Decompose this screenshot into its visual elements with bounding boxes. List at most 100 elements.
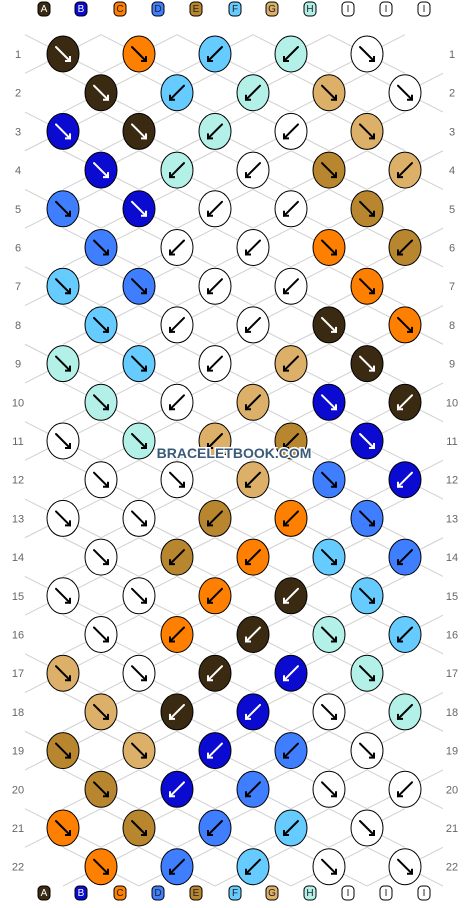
knot-arrow-head xyxy=(141,288,147,295)
knot xyxy=(46,190,80,228)
knot-arrow-icon xyxy=(93,781,109,798)
knot-arrow-head xyxy=(141,597,147,604)
knot-arrow-icon xyxy=(55,742,71,759)
knot xyxy=(122,267,156,305)
row-number-left: 18 xyxy=(12,707,24,719)
row-number-right: 7 xyxy=(449,281,455,293)
knot xyxy=(46,809,80,847)
knot xyxy=(350,112,384,150)
knot-arrow-head xyxy=(283,597,289,604)
knot-arrow-icon xyxy=(55,587,71,604)
knot-arrow-icon xyxy=(283,46,299,62)
knot-arrow-head xyxy=(207,288,213,295)
column-letter-top-swatch xyxy=(417,1,431,17)
knot-arrow-head xyxy=(141,365,147,372)
knot-arrow-head xyxy=(369,675,375,682)
knot-arrow-icon xyxy=(131,587,147,604)
knot xyxy=(388,306,422,344)
knot xyxy=(46,732,80,770)
knot-arrow-icon xyxy=(321,394,337,411)
knot-arrow-head xyxy=(65,597,71,604)
knot-arrow-icon xyxy=(207,587,223,604)
knot-arrow-icon xyxy=(397,858,413,875)
knot-arrow-head xyxy=(65,443,71,449)
knot-arrow-head xyxy=(169,94,175,101)
column-letter-bottom: I xyxy=(423,888,426,899)
row-number-left: 17 xyxy=(12,668,24,680)
knot xyxy=(122,809,156,847)
knot-arrow-head xyxy=(103,404,109,411)
knot-arrow-head xyxy=(65,365,71,372)
knot-arrow-icon xyxy=(245,781,261,798)
knot-arrow-icon xyxy=(245,84,261,101)
knot-arrow-head xyxy=(397,713,403,720)
row-number-left: 22 xyxy=(12,862,24,874)
column-letter-bottom-swatch xyxy=(74,885,88,901)
column-letter-top: H xyxy=(306,4,313,15)
row-number-right: 16 xyxy=(446,630,458,642)
knot xyxy=(350,577,384,615)
knot-arrow-icon xyxy=(207,46,223,62)
knot xyxy=(84,848,118,886)
knot xyxy=(388,74,422,112)
knot-arrow-icon xyxy=(207,278,223,295)
knot xyxy=(84,74,118,112)
knot xyxy=(350,732,384,770)
knot-arrow-icon xyxy=(283,665,299,682)
knot-arrow-head xyxy=(331,249,337,256)
column-letter-top: I xyxy=(347,4,350,15)
knot-arrow-head xyxy=(245,94,251,101)
knot-arrow-icon xyxy=(207,200,223,217)
knot xyxy=(46,654,80,692)
knot-arrow-head xyxy=(369,133,375,140)
knot-arrow-icon xyxy=(283,278,299,295)
knot-arrow-head xyxy=(331,326,337,333)
knot-arrow-head xyxy=(65,675,71,682)
knot-arrow-icon xyxy=(169,858,185,875)
knot-arrow-head xyxy=(103,94,109,101)
knot xyxy=(198,35,232,73)
knot-arrow-icon xyxy=(245,703,261,720)
knot-arrow-head xyxy=(283,752,289,759)
row-number-right: 17 xyxy=(446,668,458,680)
knot-arrow-icon xyxy=(245,394,261,411)
row-number-left: 12 xyxy=(12,475,24,487)
knot-arrow-icon xyxy=(55,665,71,682)
knot-arrow-icon xyxy=(397,84,413,101)
column-letter-top: G xyxy=(268,4,276,15)
row-number-right: 11 xyxy=(446,436,457,448)
knot-arrow-head xyxy=(207,443,213,449)
knot xyxy=(350,654,384,692)
knot-arrow-icon xyxy=(93,703,109,720)
knot-arrow-icon xyxy=(169,781,185,798)
knot-arrow-icon xyxy=(283,123,299,140)
knot-arrow-icon xyxy=(169,162,185,179)
knot-arrow-icon xyxy=(93,239,109,256)
knot-arrow-icon xyxy=(283,820,299,836)
knot xyxy=(274,499,308,537)
column-letter-bottom: I xyxy=(347,888,350,899)
knot xyxy=(160,848,194,886)
knot-arrow-icon xyxy=(321,471,337,488)
row-number-left: 20 xyxy=(12,784,24,796)
knot-arrow-head xyxy=(331,172,337,179)
knot xyxy=(198,809,232,847)
knot-arrow-head xyxy=(369,752,375,759)
row-number-right: 10 xyxy=(446,397,458,409)
knot-arrow-icon xyxy=(359,278,375,295)
knot xyxy=(236,383,270,421)
column-letter-top-swatch xyxy=(379,1,393,17)
knot-arrow-icon xyxy=(397,549,413,566)
row-number-right: 1 xyxy=(449,49,455,61)
column-letter-bottom: D xyxy=(154,888,161,899)
knot xyxy=(46,112,80,150)
knot-arrow-icon xyxy=(93,549,109,566)
knot xyxy=(274,190,308,228)
knot-arrow-head xyxy=(103,249,109,256)
knot-arrow-head xyxy=(245,326,251,333)
knot-arrow-icon xyxy=(283,742,299,759)
knot-arrow-icon xyxy=(131,200,147,217)
knot-arrow-icon xyxy=(283,433,299,449)
column-letter-bottom-swatch xyxy=(113,885,127,901)
knot-arrow-icon xyxy=(169,626,185,643)
